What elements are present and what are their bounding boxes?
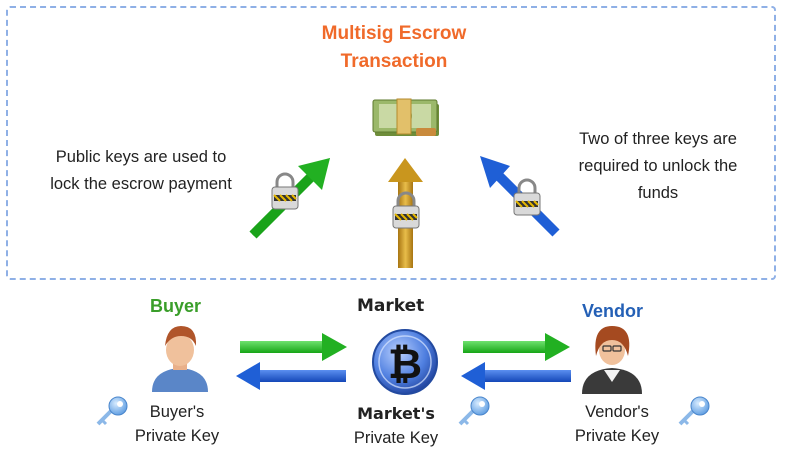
key-icon (96, 396, 128, 426)
vendor-key-line-1: Vendor's (585, 403, 649, 421)
market-label: Market (357, 296, 425, 316)
note-left-line-2: lock the escrow payment (50, 175, 232, 193)
arrow-buyer-to-market (240, 333, 347, 361)
buyer-person-icon (152, 326, 208, 392)
key-icon (678, 396, 710, 426)
padlock-icon (513, 178, 541, 216)
key-icon (458, 396, 490, 426)
vendor-key-line-2: Private Key (574, 427, 660, 445)
note-two-of-three: Two of three keys are required to unlock… (530, 126, 786, 207)
market-key-line-2: Private Key (353, 429, 439, 447)
market-key-caption: Market's Private Key (326, 402, 466, 450)
note-public-keys: Public keys are used to lock the escrow … (16, 144, 266, 198)
vendor-key-caption: Vendor's Private Key (552, 400, 682, 448)
buyer-label: Buyer (150, 296, 202, 316)
buyer-key-line-2: Private Key (134, 427, 220, 445)
note-left-line-1: Public keys are used to (55, 148, 227, 166)
vendor-label: Vendor (582, 301, 644, 321)
arrow-vendor-to-market (461, 362, 571, 390)
vendor-person-icon (582, 326, 642, 394)
note-right-line-1: Two of three keys are (579, 130, 737, 148)
title-line-1: Multisig Escrow (321, 23, 467, 44)
title-line-2: Transaction (340, 51, 448, 72)
market-key-line-1: Market's (357, 404, 435, 423)
arrow-market-to-vendor (463, 333, 570, 361)
buyer-key-caption: Buyer's Private Key (112, 400, 242, 448)
arrow-market-to-buyer (236, 362, 346, 390)
padlock-icon (271, 172, 299, 210)
padlock-icon (392, 191, 420, 229)
escrow-box (6, 6, 776, 280)
diagram-title: Multisig Escrow Transaction (294, 20, 494, 76)
note-right-line-2: required to unlock the (578, 157, 738, 175)
bitcoin-icon: ₿ (372, 329, 438, 395)
money-stack-icon (372, 98, 439, 136)
buyer-key-line-1: Buyer's (149, 403, 205, 421)
note-right-line-3: funds (637, 184, 679, 202)
svg-text:₿: ₿ (388, 339, 422, 388)
